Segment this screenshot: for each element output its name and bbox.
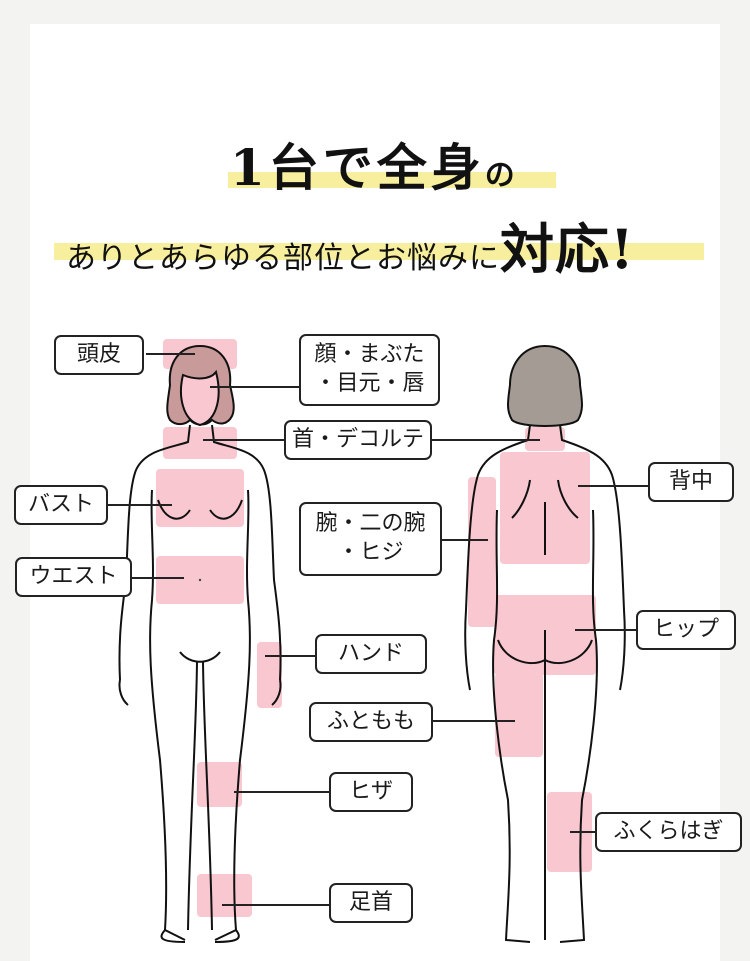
label-ankle: 足首 xyxy=(329,883,413,923)
label-face: 顔・まぶた ・目元・唇 xyxy=(299,334,440,406)
label-bust: バスト xyxy=(14,485,108,525)
label-calf: ふくらはぎ xyxy=(595,812,742,852)
headline-main: 台で全身 xyxy=(268,138,485,197)
label-hand: ハンド xyxy=(315,634,427,674)
label-arm: 腕・二の腕 ・ヒジ xyxy=(299,502,442,576)
label-back: 背中 xyxy=(648,462,734,502)
headline-sub: ありとあらゆる部位とお悩みに xyxy=(66,241,500,276)
label-thigh: ふともも xyxy=(309,702,433,742)
front-body xyxy=(118,344,282,943)
headline-line-2: ありとあらゆる部位とお悩みに対応! xyxy=(66,205,635,284)
headline-particle: の xyxy=(484,158,519,193)
back-body xyxy=(464,344,626,943)
headline-number: 1 xyxy=(230,138,269,197)
label-waist: ウエスト xyxy=(15,557,132,597)
label-scalp: 頭皮 xyxy=(54,335,144,375)
headline-highlight-2 xyxy=(54,243,704,260)
headline-highlight-1 xyxy=(228,172,556,188)
navel-dot xyxy=(198,578,202,582)
headline-emphasis: 対応! xyxy=(500,217,635,281)
label-neck: 首・デコルテ xyxy=(284,420,432,460)
label-hip: ヒップ xyxy=(636,610,736,650)
label-knee: ヒザ xyxy=(329,772,413,812)
headline-line-1: 1台で全身の xyxy=(230,128,519,200)
